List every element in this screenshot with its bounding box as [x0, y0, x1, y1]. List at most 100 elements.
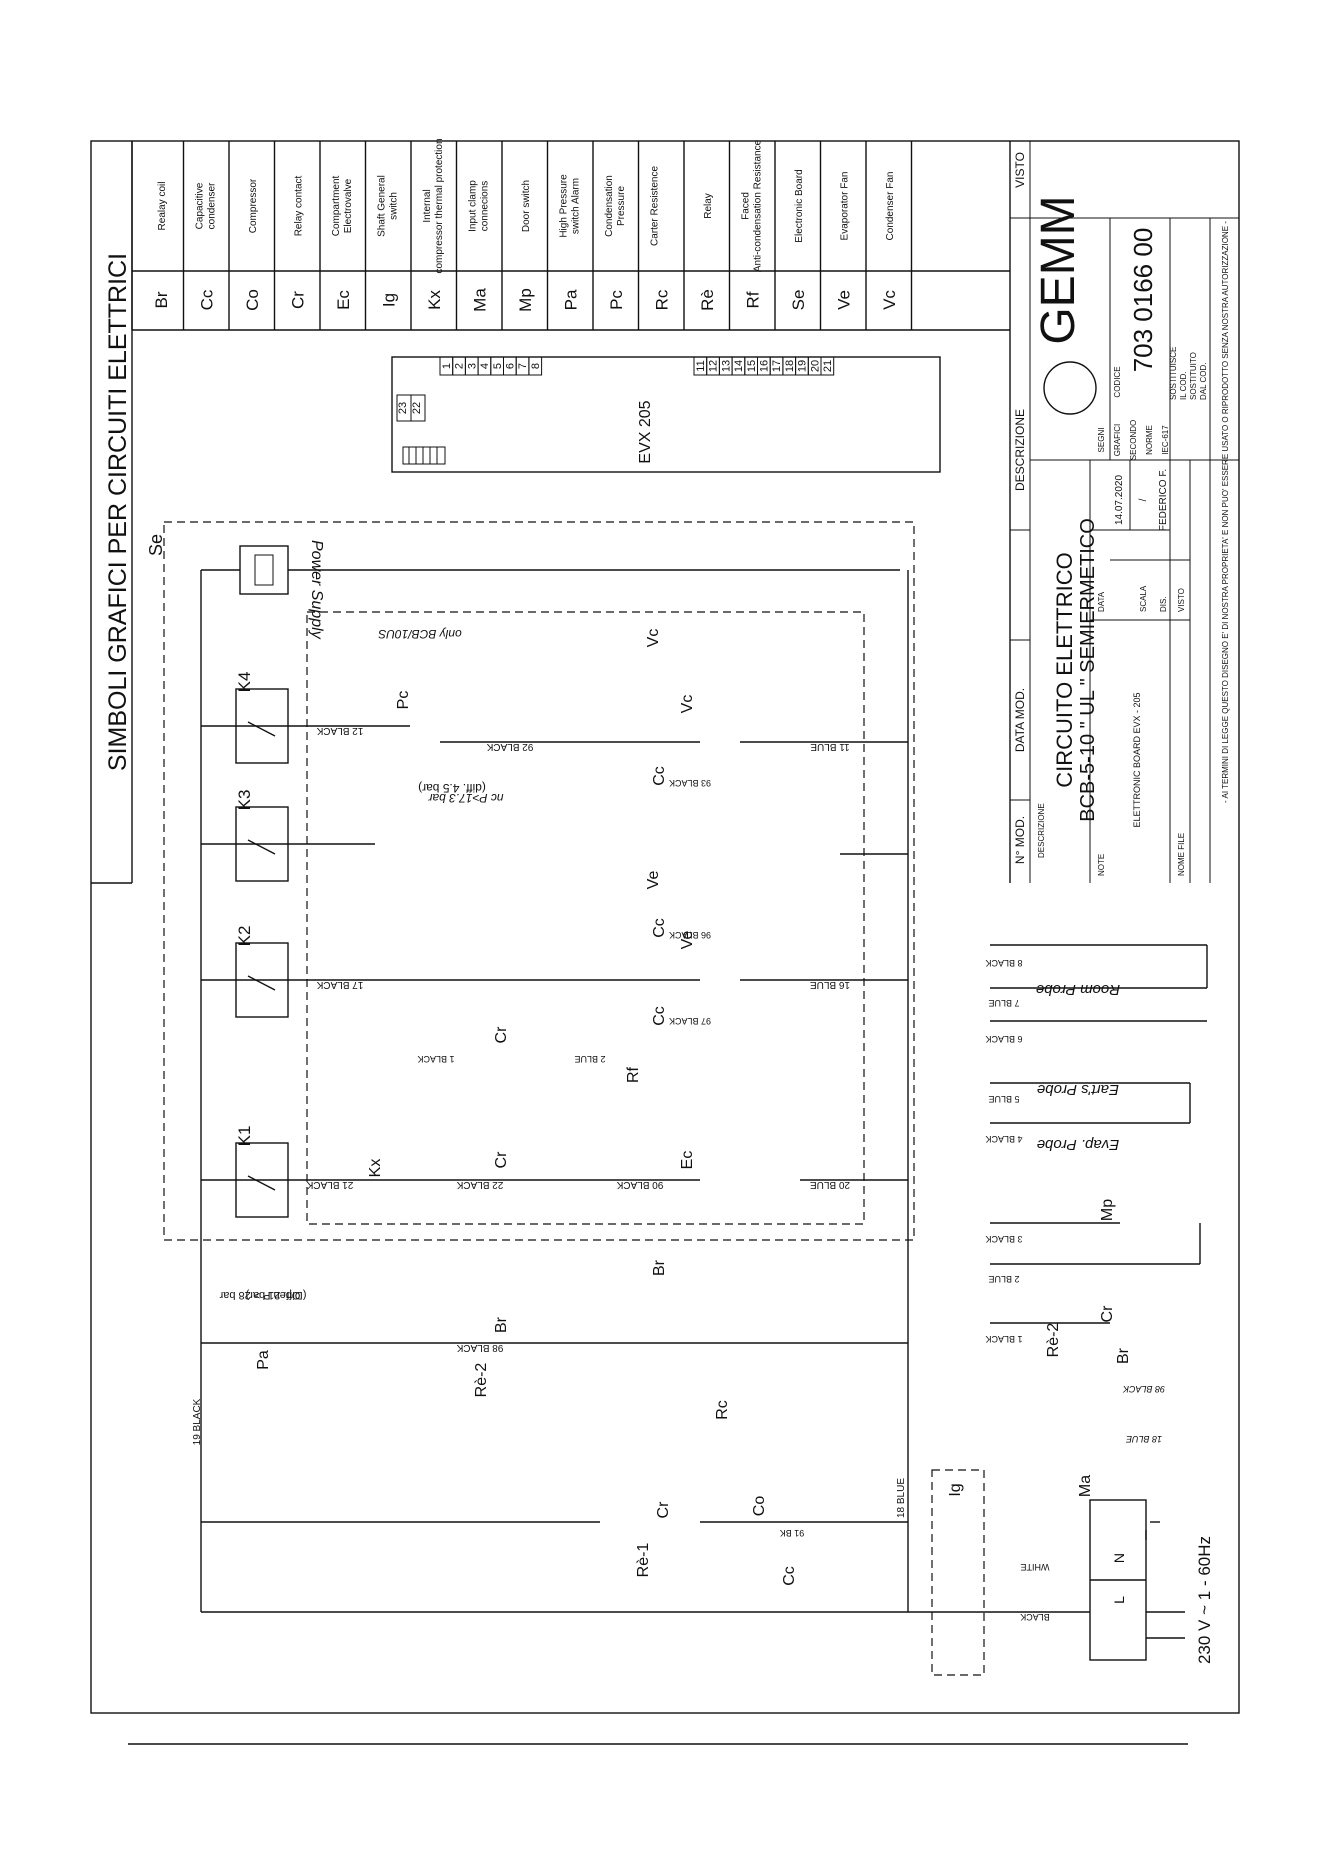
cc-label: Cc — [781, 1566, 798, 1586]
probe-wire: 7 BLUE — [988, 998, 1019, 1008]
legend-code: Rè — [698, 289, 717, 311]
pa-spec: Open P > 28 bar — [219, 1289, 300, 1301]
relay-label: K2 — [235, 926, 254, 947]
wire-black: BLACK — [1020, 1612, 1050, 1622]
legend-code: Ec — [334, 290, 353, 310]
legend-label: CondensationPressure — [604, 175, 627, 237]
legend-label: Capacitivecondenser — [194, 182, 217, 229]
board-terminal: 5 — [492, 363, 504, 369]
tb-scala: / — [1138, 498, 1149, 501]
tb-n-mod: N° MOD. — [1013, 816, 1027, 864]
legend-code: Ig — [379, 293, 398, 307]
tb-note: ELETTRONIC BOARD EVX - 205 — [1132, 692, 1142, 827]
svg-text:Power Supply: Power Supply — [308, 540, 325, 640]
tb-footer: - AI TERMINI DI LEGGE QUESTO DISEGNO E' … — [1221, 221, 1230, 803]
tb-note-label: NOTE — [1097, 854, 1106, 876]
legend-code: Cc — [197, 289, 216, 310]
wire-19: 19 BLACK — [192, 1398, 203, 1445]
board-terminal: 2 — [454, 363, 466, 369]
probe-wire: 5 BLUE — [988, 1094, 1019, 1104]
ec-label: Ec — [679, 1151, 696, 1170]
probe-wire: 18 BLUE — [1125, 1434, 1162, 1444]
tb-data: 14.07.2020 — [1114, 475, 1125, 525]
pc-note: only BCB/10US — [378, 627, 461, 641]
legend-code: Se — [789, 290, 808, 311]
wire-18: 18 BLUE — [896, 1478, 907, 1518]
cr-label: Cr — [1099, 1305, 1116, 1323]
legend-label: Shaft Generalswitch — [376, 175, 399, 237]
probe-wire: 3 BLACK — [985, 1234, 1022, 1244]
relay-label: K4 — [235, 672, 254, 693]
tb-title2: BCB-5-10 " UL " SEMIERMETICO — [1077, 518, 1099, 822]
ve-label: Ve — [679, 931, 696, 950]
legend-label: Evaporator Fan — [839, 172, 850, 241]
tb-descr-label: DESCRIZIONE — [1037, 803, 1046, 858]
ma-label: Ma — [1077, 1475, 1094, 1497]
legend-code: Pc — [607, 290, 626, 310]
board-terminal: 22 — [411, 402, 423, 414]
tb-nome-file: NOME FILE — [1177, 833, 1186, 876]
tb-dal-cod: DAL COD. — [1199, 363, 1208, 401]
br-label: Br — [1115, 1347, 1132, 1364]
probe-wire: 98 BLACK — [1122, 1384, 1165, 1394]
ig-switch-box — [931, 1469, 985, 1676]
wire-11: 11 BLUE — [810, 741, 850, 752]
vc-label: Vc — [645, 629, 662, 648]
probe-wire: 2 BLUE — [988, 1274, 1019, 1284]
board-terminal: 17 — [771, 360, 783, 372]
tb-codice: 703 0166 00 — [1128, 228, 1158, 373]
legend-label: Compressor — [248, 178, 259, 233]
tb-sostituito: SOSTITUITO — [1189, 352, 1198, 400]
wire-97: 97 BLACK — [669, 1016, 711, 1026]
legend-label: CompartmentElectrovalve — [331, 175, 354, 236]
wire-20: 20 BLUE — [810, 1179, 850, 1190]
l-label: L — [1111, 1596, 1127, 1604]
se-board-boundary — [163, 521, 915, 1241]
mp-label: Mp — [1099, 1199, 1116, 1221]
re2-label: Rè-2 — [1045, 1323, 1062, 1358]
legend-label: High Pressureswitch Alarm — [558, 174, 581, 238]
cc-label: Cc — [651, 1006, 668, 1026]
pa-label: Pa — [255, 1350, 272, 1370]
cc-label: Cc — [651, 766, 668, 786]
sheet-title: SIMBOLI GRAFICI PER CIRCUITI ELETTRICI — [104, 253, 132, 771]
tb-data-mod: DATA MOD. — [1013, 688, 1027, 752]
tb-descr-hdr: DESCRIZIONE — [1013, 409, 1027, 491]
tb-iec: IEC-617 — [1161, 425, 1170, 455]
legend-code: Mp — [516, 288, 535, 312]
board-terminal: 11 — [695, 360, 707, 371]
legend-label: Input clampconnecions — [467, 180, 490, 232]
earth-probe-label: Eart's Probe — [1037, 1081, 1119, 1098]
legend-code: Pa — [561, 289, 580, 310]
legend-code: Co — [243, 289, 262, 311]
evap-probe-label: Evap. Probe — [1037, 1136, 1120, 1153]
legend-code: Vc — [880, 290, 899, 310]
n-label: N — [1111, 1553, 1127, 1563]
room-probe-label: Room Probe — [1036, 981, 1120, 998]
ve-label: Ve — [645, 871, 662, 890]
legend-label: Door switch — [521, 180, 532, 232]
board-terminal: 13 — [720, 360, 732, 372]
board-terminal: 7 — [517, 363, 529, 369]
supply-label: 230 V ~ 1 - 60Hz — [1195, 1536, 1214, 1664]
legend-code: Cr — [288, 291, 307, 309]
board-name: EVX 205 — [637, 400, 654, 463]
brand-logo: GEMM — [1032, 195, 1085, 344]
board-terminal: 19 — [797, 360, 809, 372]
board-terminal: 18 — [784, 360, 796, 372]
tb-visto: VISTO — [1013, 152, 1027, 188]
probe-wire: 1 BLACK — [985, 1334, 1022, 1344]
probe-wire: 6 BLACK — [985, 1034, 1022, 1044]
legend-code: Ma — [470, 288, 489, 312]
wire-92: 92 BLACK — [486, 741, 533, 752]
drawing-frame — [90, 140, 1240, 1714]
tb-codice-label: CODICE — [1113, 366, 1122, 397]
rf-label: Rf — [625, 1066, 642, 1083]
wire-2: 2 BLUE — [574, 1054, 605, 1064]
legend-label: Relay contact — [293, 175, 304, 236]
probe-wire: 4 BLACK — [985, 1134, 1022, 1144]
cc-label: Cc — [651, 918, 668, 938]
pc-spec: nc P>17.3 bar — [427, 791, 503, 805]
